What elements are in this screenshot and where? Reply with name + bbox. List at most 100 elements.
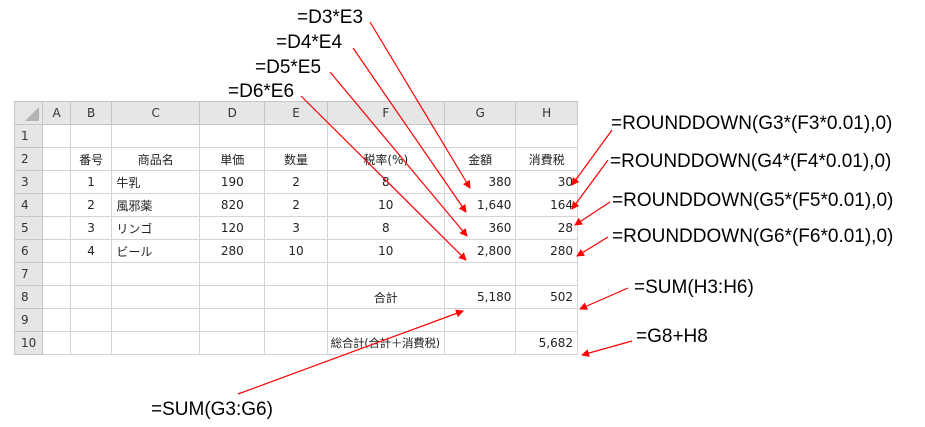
- cell-h2[interactable]: 消費税: [515, 147, 578, 171]
- column-header-f[interactable]: F: [326, 101, 445, 125]
- row-header[interactable]: 10: [13, 331, 44, 355]
- cell-c4[interactable]: 風邪薬: [111, 193, 201, 217]
- cell-f7[interactable]: [326, 262, 445, 286]
- column-header-a[interactable]: A: [42, 101, 71, 125]
- cell-a3[interactable]: [42, 170, 71, 194]
- cell-h8[interactable]: 502: [515, 285, 578, 309]
- cell-c2[interactable]: 商品名: [111, 147, 201, 171]
- cell-g1[interactable]: [443, 124, 517, 148]
- cell-b10[interactable]: [69, 331, 113, 355]
- cell-f4[interactable]: 10: [326, 193, 445, 217]
- row-header[interactable]: 6: [13, 239, 44, 263]
- cell-a6[interactable]: [42, 239, 71, 263]
- cell-d7[interactable]: [199, 262, 266, 286]
- row-header[interactable]: 5: [13, 216, 44, 240]
- cell-e4[interactable]: 2: [264, 193, 328, 217]
- column-header-d[interactable]: D: [199, 101, 266, 125]
- cell-b2[interactable]: 番号: [69, 147, 113, 171]
- select-all-corner[interactable]: [13, 101, 44, 125]
- cell-e9[interactable]: [264, 308, 328, 332]
- cell-a9[interactable]: [42, 308, 71, 332]
- cell-a4[interactable]: [42, 193, 71, 217]
- cell-f5[interactable]: 8: [326, 216, 445, 240]
- cell-f9[interactable]: [326, 308, 445, 332]
- row-header[interactable]: 3: [13, 170, 44, 194]
- cell-g7[interactable]: [443, 262, 517, 286]
- cell-h7[interactable]: [515, 262, 578, 286]
- cell-g6[interactable]: 2,800: [443, 239, 517, 263]
- cell-e10[interactable]: [264, 331, 328, 355]
- cell-c3[interactable]: 牛乳: [111, 170, 201, 194]
- cell-d1[interactable]: [199, 124, 266, 148]
- cell-d3[interactable]: 190: [199, 170, 266, 194]
- cell-f10[interactable]: 総合計(合計＋消費税): [326, 331, 445, 355]
- cell-b5[interactable]: 3: [69, 216, 113, 240]
- column-header-c[interactable]: C: [111, 101, 201, 125]
- table-row: 5 3 リンゴ 120 3 8 360 28: [13, 216, 578, 240]
- cell-g10[interactable]: [443, 331, 517, 355]
- cell-h1[interactable]: [515, 124, 578, 148]
- cell-c10[interactable]: [111, 331, 201, 355]
- cell-d2[interactable]: 単価: [199, 147, 266, 171]
- cell-a7[interactable]: [42, 262, 71, 286]
- cell-c7[interactable]: [111, 262, 201, 286]
- cell-c1[interactable]: [111, 124, 201, 148]
- cell-b4[interactable]: 2: [69, 193, 113, 217]
- cell-g4[interactable]: 1,640: [443, 193, 517, 217]
- cell-a10[interactable]: [42, 331, 71, 355]
- cell-e5[interactable]: 3: [264, 216, 328, 240]
- column-header-b[interactable]: B: [69, 101, 113, 125]
- cell-a2[interactable]: [42, 147, 71, 171]
- cell-d8[interactable]: [199, 285, 266, 309]
- cell-f2[interactable]: 税率(%): [326, 147, 445, 171]
- cell-d10[interactable]: [199, 331, 266, 355]
- cell-g9[interactable]: [443, 308, 517, 332]
- cell-g5[interactable]: 360: [443, 216, 517, 240]
- cell-b8[interactable]: [69, 285, 113, 309]
- row-header[interactable]: 8: [13, 285, 44, 309]
- cell-b9[interactable]: [69, 308, 113, 332]
- row-header[interactable]: 2: [13, 147, 44, 171]
- cell-e1[interactable]: [264, 124, 328, 148]
- cell-h9[interactable]: [515, 308, 578, 332]
- cell-g3[interactable]: 380: [443, 170, 517, 194]
- cell-a8[interactable]: [42, 285, 71, 309]
- row-header[interactable]: 9: [13, 308, 44, 332]
- cell-f6[interactable]: 10: [326, 239, 445, 263]
- cell-c5[interactable]: リンゴ: [111, 216, 201, 240]
- cell-b6[interactable]: 4: [69, 239, 113, 263]
- cell-c6[interactable]: ビール: [111, 239, 201, 263]
- cell-d5[interactable]: 120: [199, 216, 266, 240]
- cell-a5[interactable]: [42, 216, 71, 240]
- column-header-g[interactable]: G: [443, 101, 517, 125]
- cell-e2[interactable]: 数量: [264, 147, 328, 171]
- cell-h6[interactable]: 280: [515, 239, 578, 263]
- column-header-h[interactable]: H: [515, 101, 578, 125]
- cell-b1[interactable]: [69, 124, 113, 148]
- row-header[interactable]: 4: [13, 193, 44, 217]
- cell-b7[interactable]: [69, 262, 113, 286]
- cell-f3[interactable]: 8: [326, 170, 445, 194]
- cell-h10[interactable]: 5,682: [515, 331, 578, 355]
- cell-c9[interactable]: [111, 308, 201, 332]
- row-header[interactable]: 7: [13, 262, 44, 286]
- cell-g2[interactable]: 金額: [443, 147, 517, 171]
- cell-h3[interactable]: 30: [515, 170, 578, 194]
- cell-b3[interactable]: 1: [69, 170, 113, 194]
- cell-h5[interactable]: 28: [515, 216, 578, 240]
- cell-f8[interactable]: 合計: [326, 285, 445, 309]
- cell-e3[interactable]: 2: [264, 170, 328, 194]
- cell-h4[interactable]: 164: [515, 193, 578, 217]
- column-header-e[interactable]: E: [264, 101, 328, 125]
- cell-d6[interactable]: 280: [199, 239, 266, 263]
- cell-d9[interactable]: [199, 308, 266, 332]
- cell-g8[interactable]: 5,180: [443, 285, 517, 309]
- cell-e8[interactable]: [264, 285, 328, 309]
- cell-f1[interactable]: [326, 124, 445, 148]
- cell-e7[interactable]: [264, 262, 328, 286]
- cell-a1[interactable]: [42, 124, 71, 148]
- row-header[interactable]: 1: [13, 124, 44, 148]
- cell-c8[interactable]: [111, 285, 201, 309]
- cell-d4[interactable]: 820: [199, 193, 266, 217]
- cell-e6[interactable]: 10: [264, 239, 328, 263]
